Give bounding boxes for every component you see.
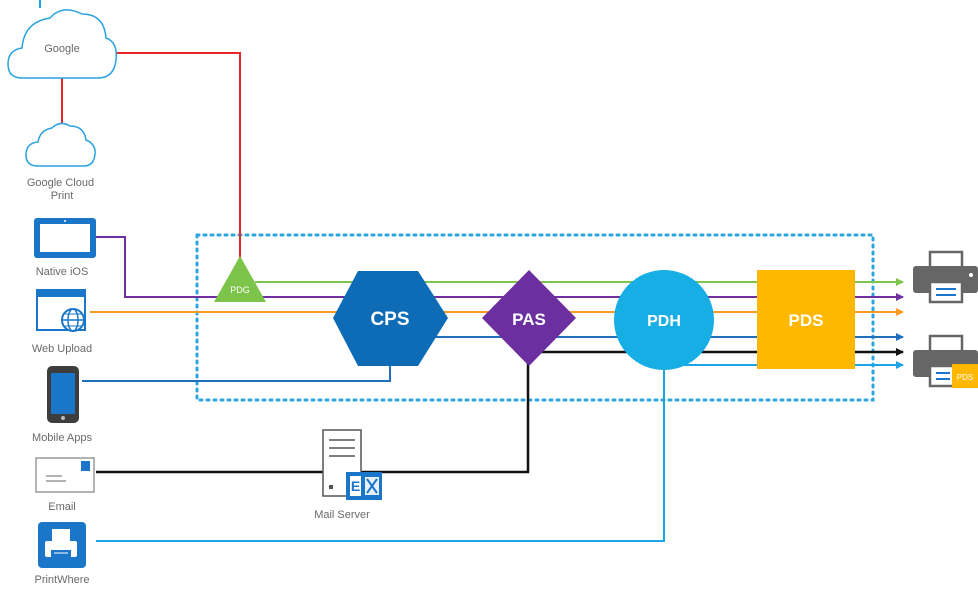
native-ios-label: Native iOS	[36, 266, 89, 278]
pas-label: PAS	[512, 310, 546, 329]
pds-node: PDS	[757, 270, 855, 369]
printwhere-label: PrintWhere	[34, 574, 89, 586]
cloud-icon	[25, 122, 96, 167]
google-to-pdg-line	[100, 52, 241, 265]
pdg-node: PDG	[214, 256, 266, 302]
pdh-label: PDH	[647, 313, 681, 330]
cloud-icon	[7, 9, 118, 79]
web-upload-label: Web Upload	[32, 343, 92, 355]
email-line	[96, 348, 904, 474]
google-label: Google	[44, 43, 79, 55]
mail-server-label: Mail Server	[314, 509, 370, 521]
google-cloud-print-line2: Print	[51, 190, 74, 202]
printer-pds-badge	[952, 364, 978, 388]
svg-text:E: E	[351, 478, 360, 494]
printer-icon: PDS	[913, 334, 978, 388]
browser-globe-icon	[36, 289, 86, 332]
printwhere-line	[96, 361, 904, 542]
printer-app-icon	[38, 522, 86, 568]
system-boundary	[195, 233, 875, 402]
pds-label: PDS	[789, 311, 824, 330]
mobile-apps-label: Mobile Apps	[32, 432, 92, 444]
cps-label: CPS	[370, 309, 409, 330]
exchange-server-icon: E	[322, 429, 382, 500]
google-cloud-print-line1: Google Cloud	[27, 177, 94, 189]
smartphone-icon	[47, 366, 79, 423]
pdh-node: PDH	[614, 270, 714, 370]
printer-pds-badge-label: PDS	[957, 373, 973, 382]
envelope-icon	[35, 457, 95, 493]
printer-icon	[913, 250, 978, 304]
pdg-label: PDG	[230, 285, 250, 295]
email-label: Email	[48, 501, 76, 513]
pas-node: PAS	[482, 270, 576, 366]
google-cloud-print-label: Google Cloud Print	[27, 177, 97, 202]
tablet-icon	[34, 218, 96, 258]
cps-node: CPS	[333, 271, 448, 366]
